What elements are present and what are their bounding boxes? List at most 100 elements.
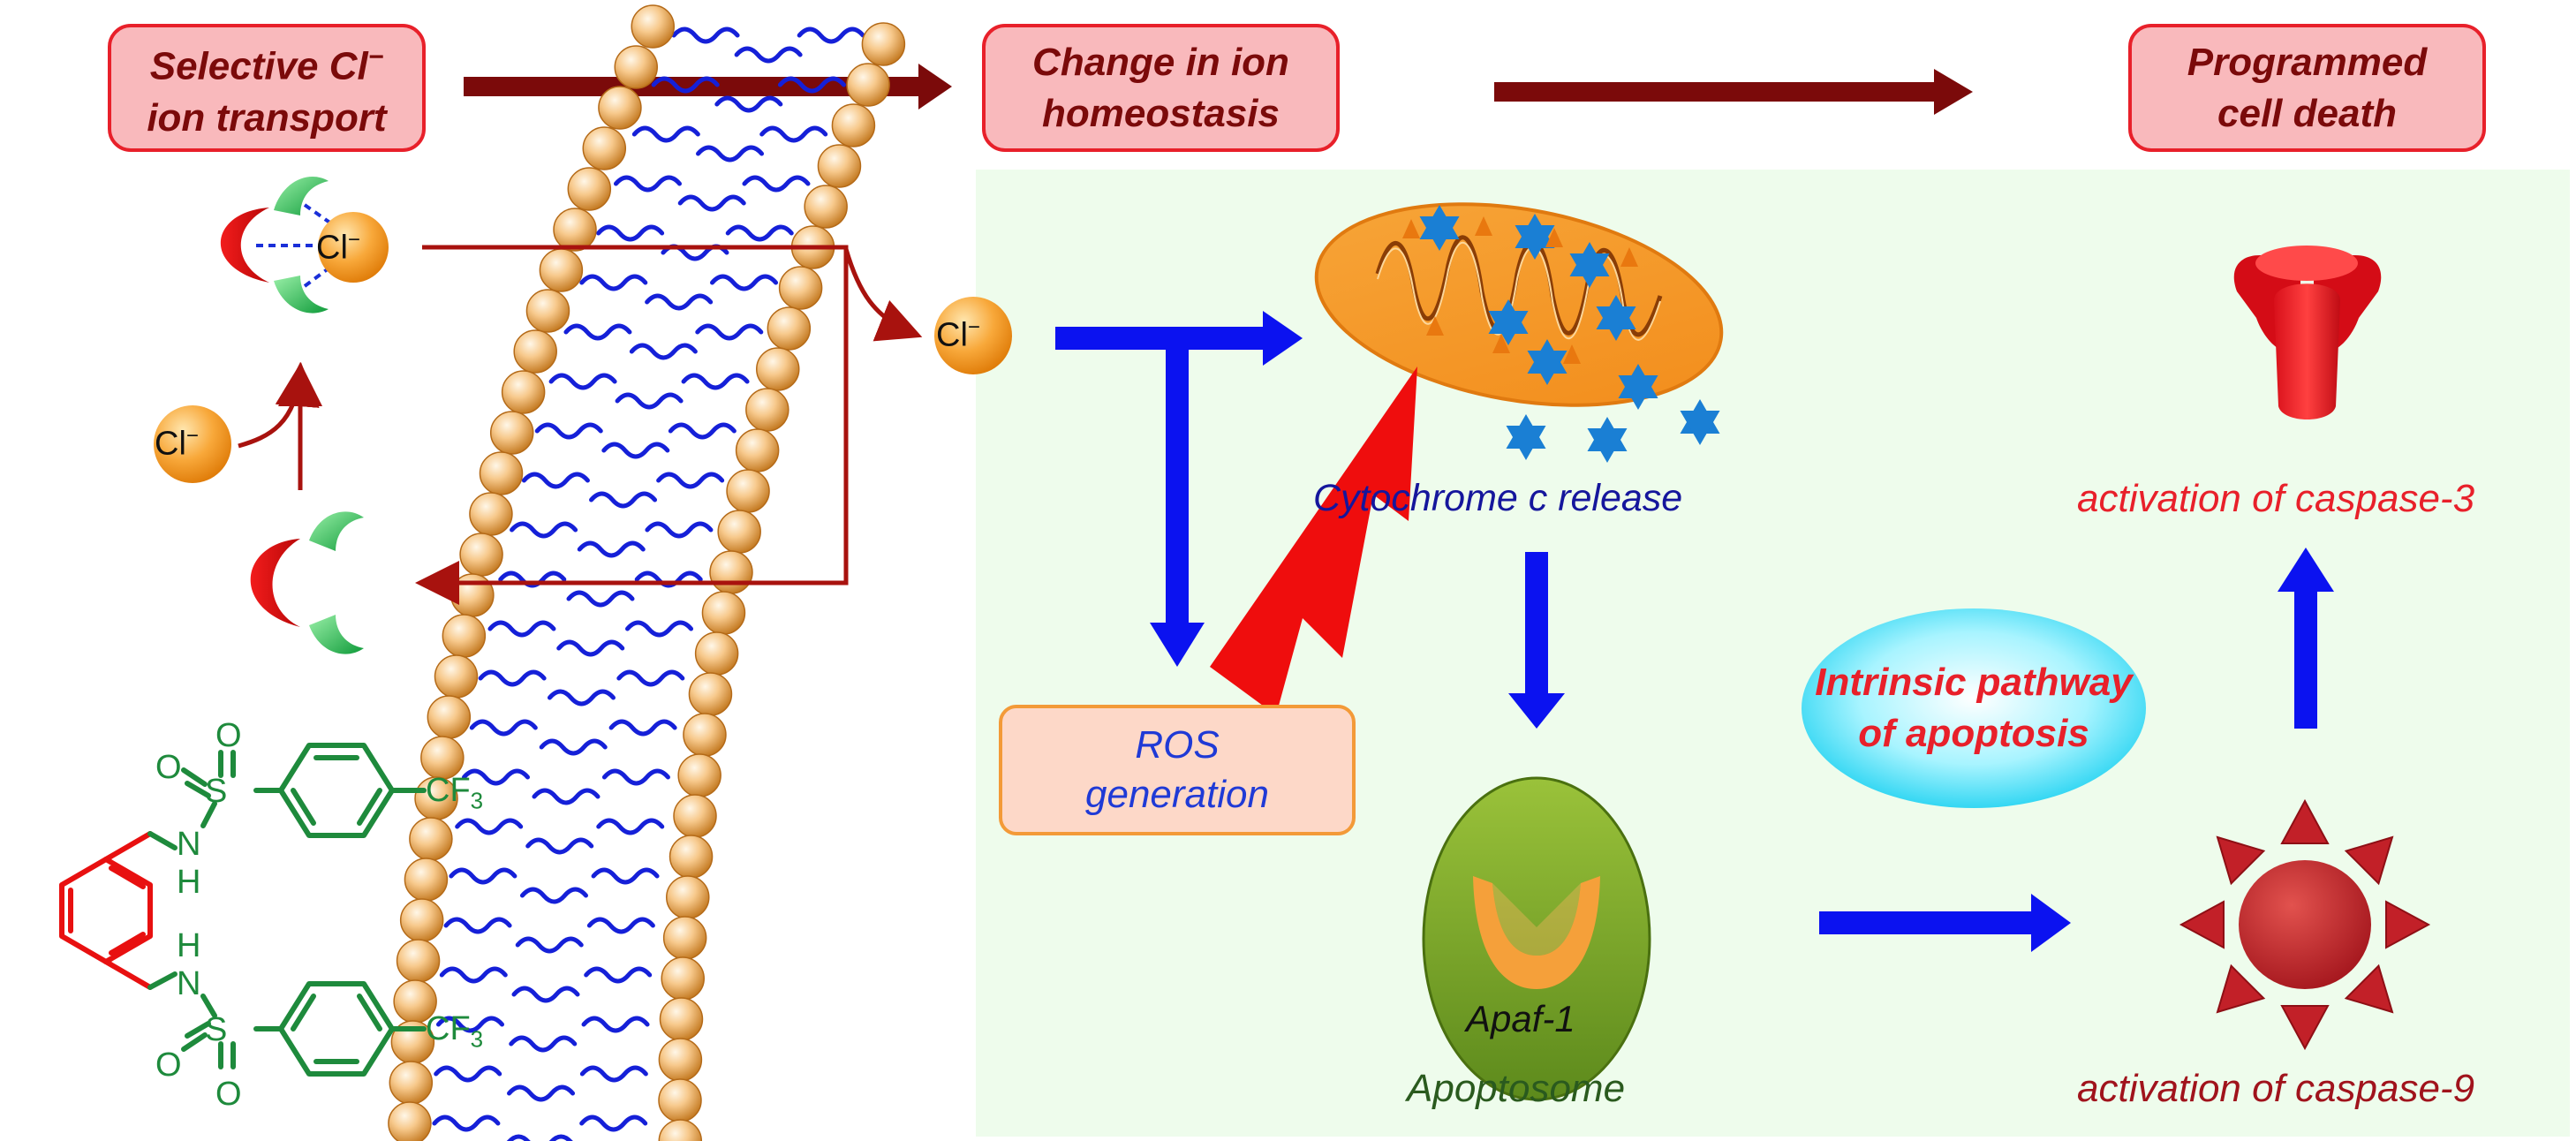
- lipid-head: [677, 753, 721, 797]
- lipid-head: [427, 695, 472, 739]
- intrinsic-pathway-line1: Intrinsic pathway: [1815, 661, 2133, 704]
- apoptosome: [1422, 776, 1651, 1101]
- lipid-tail: [547, 689, 616, 707]
- lipid-head: [673, 794, 717, 838]
- lipid-tail: [677, 194, 746, 212]
- lipid-tail: [601, 442, 670, 459]
- lipid-tail: [507, 1084, 576, 1102]
- sun-ray: [2280, 798, 2330, 844]
- cell-death-line1: Programmed: [2187, 40, 2428, 84]
- lipid-head: [658, 1038, 703, 1082]
- intrinsic-pathway-line2: of apoptosis: [1858, 712, 2089, 755]
- cytochrome-release-label: Cytochrome c release: [1313, 477, 1683, 519]
- lipid-tail: [548, 373, 617, 390]
- lipid-head: [666, 875, 710, 919]
- lipid-tail: [671, 26, 740, 44]
- lipid-tail: [651, 76, 720, 94]
- lipid-tail: [539, 738, 608, 756]
- selective-transport-line2: ion transport: [147, 95, 387, 140]
- crista-marker: [1620, 247, 1638, 267]
- crista-marker: [1402, 219, 1420, 238]
- caspase-3-protein: [2233, 246, 2382, 419]
- chloride-ion-free: [154, 405, 231, 483]
- lipid-head: [513, 329, 557, 374]
- lipid-tail: [629, 343, 698, 360]
- lipid-tail: [478, 669, 547, 687]
- cytochrome-star: [1618, 375, 1658, 410]
- ion-homeostasis-box: Change in ion homeostasis: [982, 24, 1340, 152]
- lipid-tail: [579, 1065, 648, 1083]
- atom-o-top-1: O: [215, 717, 242, 754]
- atom-o-bottom-1: O: [155, 1047, 182, 1084]
- lipid-tail: [521, 472, 590, 489]
- lipid-head: [669, 835, 714, 879]
- lipid-head: [539, 248, 584, 292]
- lipid-tail: [534, 422, 603, 440]
- lipid-tail: [462, 768, 531, 786]
- lipid-head: [661, 956, 705, 1001]
- lipid-tail: [579, 1115, 648, 1132]
- lipid-tail: [586, 917, 655, 934]
- lipid-head: [658, 1119, 703, 1141]
- lipid-tail: [645, 293, 714, 311]
- lipid-head: [701, 591, 746, 635]
- ros-box: [999, 705, 1356, 835]
- lipid-tail: [434, 1065, 502, 1083]
- lipid-tail: [509, 1035, 578, 1053]
- lipid-head: [525, 289, 570, 333]
- receptor-molecule-structure: [59, 743, 427, 1077]
- lipid-head: [861, 22, 906, 66]
- lipid-head: [778, 266, 823, 310]
- lipid-tail: [601, 768, 670, 786]
- lipid-head: [459, 533, 503, 577]
- lipid-head: [694, 631, 739, 676]
- lipid-tail: [566, 590, 635, 608]
- lipid-tail: [432, 1115, 501, 1132]
- chloride-label-free: Cl−: [155, 424, 199, 463]
- lipid-head: [631, 4, 675, 49]
- lipid-tail: [589, 491, 658, 509]
- lipid-tail: [519, 887, 588, 904]
- caspase-9-protein: [2179, 798, 2431, 1051]
- lipid-tail: [525, 837, 594, 855]
- lipid-tail: [596, 818, 665, 835]
- chloride-label-released: Cl−: [936, 315, 980, 354]
- intrinsic-pathway-label: Intrinsic pathway of apoptosis: [1802, 645, 2146, 772]
- sun-ray: [2216, 963, 2266, 1014]
- cytochrome-star: [1488, 311, 1529, 345]
- binding-curve-arrow: [238, 362, 320, 449]
- atom-n-top: N: [177, 826, 201, 863]
- atom-o-top-2: O: [155, 749, 182, 786]
- crista-marker: [1563, 344, 1581, 364]
- crista-marker: [1545, 228, 1563, 247]
- lipid-tail: [742, 175, 811, 193]
- lipid-head: [683, 713, 727, 757]
- atom-n-bottom: N: [177, 965, 201, 1002]
- atom-h-bottom: H: [177, 927, 201, 964]
- lipid-tail: [435, 1016, 504, 1033]
- lipid-head: [479, 451, 524, 495]
- lipid-tail: [498, 570, 567, 588]
- lipid-head: [582, 126, 627, 170]
- sun-ray: [2216, 835, 2266, 886]
- lipid-tail: [556, 639, 625, 657]
- lipid-tail: [510, 521, 578, 539]
- lipid-tail: [615, 392, 684, 410]
- atom-s-bottom: S: [205, 1011, 228, 1048]
- lipid-tail: [449, 867, 517, 885]
- ros-line2: generation: [1085, 773, 1269, 816]
- lipid-head: [598, 86, 642, 130]
- lipid-tail: [645, 521, 714, 539]
- cytochrome-star: [1587, 428, 1628, 463]
- sun-ray: [2179, 900, 2225, 949]
- ion-homeostasis-line1: Change in ion: [1032, 40, 1289, 84]
- chloride-charge-sup: −: [367, 42, 384, 72]
- lipid-head: [614, 45, 658, 89]
- sun-ray: [2344, 835, 2394, 886]
- atom-h-top: H: [177, 864, 201, 901]
- lipid-tail: [579, 274, 648, 291]
- lipid-tail: [584, 966, 653, 984]
- lipid-tail: [714, 95, 783, 113]
- ros-lightning-bolt: [1210, 366, 1417, 715]
- membrane-lipid-heads: [388, 4, 906, 1141]
